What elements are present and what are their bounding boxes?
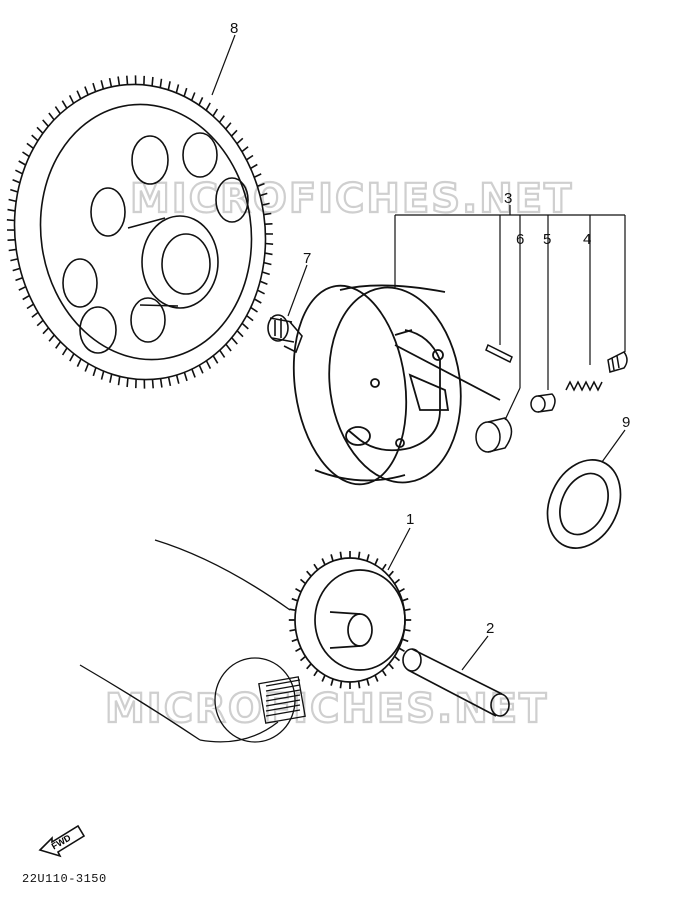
part-2-shaft — [402, 648, 510, 717]
callout-2: 2 — [486, 620, 494, 637]
part-4-spring — [565, 351, 628, 392]
callout-5: 5 — [543, 231, 551, 248]
callout-4: 4 — [583, 231, 591, 248]
part-7-bolt — [267, 314, 303, 354]
crankshaft — [79, 539, 306, 743]
gear-tooth-lines — [288, 551, 412, 689]
part-8-starter-wheel-gear — [6, 75, 274, 389]
fwd-arrow-icon: FWD — [38, 824, 86, 858]
callout-3: 3 — [504, 190, 512, 207]
callout-6: 6 — [516, 231, 524, 248]
gear-tooth-lines — [6, 75, 274, 389]
callout-1: 1 — [406, 511, 414, 528]
callout-9: 9 — [622, 414, 630, 431]
part-9-washer — [546, 459, 622, 549]
part-1-starter-gear — [288, 551, 412, 689]
callout-bracket-3 — [394, 205, 626, 390]
part-code: 22U110-3150 — [22, 872, 107, 886]
part-5-plunger — [530, 393, 556, 413]
spline-lines — [265, 679, 301, 717]
leader-lines — [211, 34, 626, 671]
callout-8: 8 — [230, 20, 238, 37]
part-6-pin — [485, 343, 513, 364]
callout-7: 7 — [303, 250, 311, 267]
clutch-roller — [475, 417, 513, 453]
part-3-clutch-housing — [292, 284, 501, 486]
